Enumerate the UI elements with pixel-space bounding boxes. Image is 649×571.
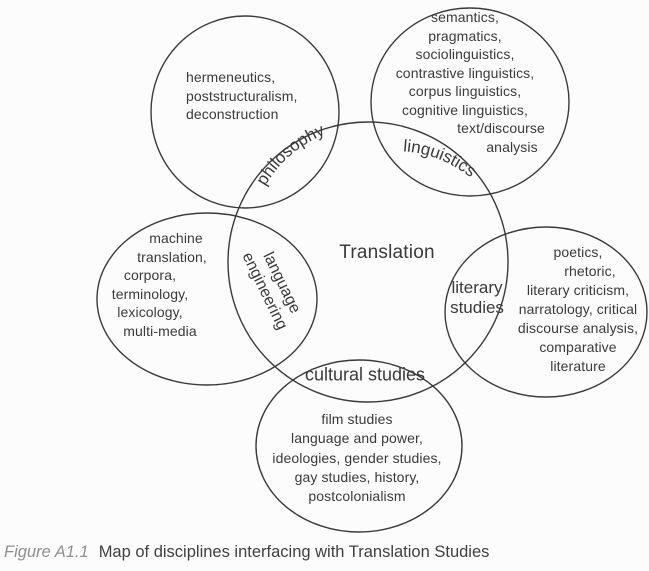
- figure-caption: Figure A1.1 Map of disciplines interfacin…: [4, 543, 489, 562]
- linguistics-item-line: cognitive linguistics,: [402, 101, 528, 118]
- literary-studies-item-line: literature: [550, 358, 606, 374]
- philosophy-items: hermeneutics, poststructuralism, deconst…: [186, 68, 298, 124]
- cultural-studies-item-line: postcolonialism: [308, 488, 406, 505]
- literary-studies-label-line: studies: [450, 298, 504, 317]
- cultural-studies-items: film studies language and power, ideolog…: [257, 410, 457, 506]
- literary-studies-item-line: discourse analysis,: [517, 320, 639, 336]
- literary-studies-label: literary studies: [450, 278, 504, 318]
- cultural-studies-label: cultural studies: [304, 364, 426, 385]
- language-engineering-item-line: terminology,: [111, 285, 189, 302]
- linguistics-item-line: corpus linguistics,: [408, 83, 522, 99]
- philosophy-item-line: deconstruction: [186, 106, 279, 122]
- linguistics-items: semantics, pragmatics, sociolinguistics,…: [380, 8, 550, 156]
- language-engineering-item-line: translation,: [137, 248, 207, 265]
- linguistics-item-line: pragmatics,: [428, 27, 502, 44]
- philosophy-item-line: hermeneutics,: [186, 69, 276, 85]
- philosophy-item-line: poststructuralism,: [186, 87, 298, 104]
- language-engineering-item-line: multi-media: [123, 322, 197, 339]
- language-engineering-item-line: lexicology,: [117, 304, 183, 320]
- cultural-studies-item-line: film studies: [321, 411, 393, 427]
- literary-studies-item-line: narratology, critical: [518, 301, 638, 317]
- translation-label: Translation: [339, 242, 435, 263]
- linguistics-item-line: sociolinguistics,: [415, 46, 515, 62]
- caption-text: Map of disciplines interfacing with Tran…: [98, 543, 490, 561]
- linguistics-item-line: semantics,: [431, 9, 499, 25]
- language-engineering-item-line: machine: [149, 230, 203, 246]
- literary-studies-item-line: literary criticism,: [526, 282, 630, 298]
- language-engineering-items: machine translation, corpora, terminolog…: [85, 229, 215, 340]
- language-engineering-circle: [96, 212, 318, 386]
- literary-studies-item-line: rhetoric,: [564, 263, 616, 279]
- cultural-studies-item-line: gay studies, history,: [294, 468, 420, 485]
- literary-studies-item-line: comparative: [539, 339, 617, 355]
- linguistics-circle: [370, 7, 570, 197]
- literary-studies-circle: [444, 226, 648, 398]
- translation-circle: [227, 121, 509, 403]
- language-engineering-item-line: corpora,: [123, 267, 177, 283]
- philosophy-label-text: philosophy: [252, 120, 327, 188]
- linguistics-item-line: analysis: [486, 138, 538, 155]
- cultural-studies-circle: [255, 359, 463, 533]
- philosophy-label: philosophy: [252, 120, 327, 188]
- cultural-studies-item-line: language and power,: [291, 430, 423, 447]
- philosophy-circle: [150, 15, 340, 209]
- literary-studies-item-line: poetics,: [553, 244, 603, 260]
- literary-studies-items: poetics, rhetoric, literary criticism, n…: [493, 243, 649, 376]
- figure-number: Figure A1.1: [4, 543, 89, 561]
- linguistics-item-line: text/discourse: [457, 120, 545, 136]
- cultural-studies-item-line: ideologies, gender studies,: [272, 449, 442, 466]
- literary-studies-label-line: literary: [451, 278, 503, 297]
- linguistics-item-line: contrastive linguistics,: [395, 64, 535, 81]
